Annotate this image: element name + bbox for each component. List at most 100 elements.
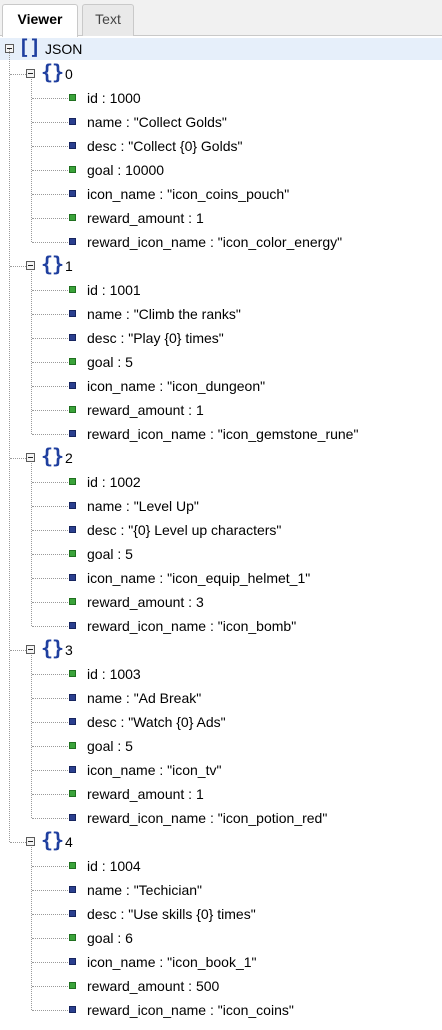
- tree-leaf-row[interactable]: reward_amount : 1: [0, 398, 442, 422]
- field-text: reward_amount : 1: [87, 210, 204, 226]
- tree-leaf-row[interactable]: name : "Techician": [0, 878, 442, 902]
- collapse-minus-icon[interactable]: [26, 453, 35, 462]
- object-index-label: 2: [65, 450, 73, 466]
- tree-leaf-row[interactable]: desc : "Play {0} times": [0, 326, 442, 350]
- tree-connector-line: [32, 122, 68, 123]
- number-leaf-icon: [69, 670, 76, 677]
- collapse-minus-icon[interactable]: [26, 837, 35, 846]
- field-text: id : 1004: [87, 858, 141, 874]
- tree-leaf-row[interactable]: icon_name : "icon_equip_helmet_1": [0, 566, 442, 590]
- string-leaf-icon: [69, 430, 76, 437]
- tree-leaf-row[interactable]: goal : 10000: [0, 158, 442, 182]
- string-leaf-icon: [69, 1006, 76, 1013]
- tree-leaf-row[interactable]: id : 1002: [0, 470, 442, 494]
- field-text: goal : 10000: [87, 162, 165, 178]
- tree-leaf-row[interactable]: desc : "Collect {0} Golds": [0, 134, 442, 158]
- tab-viewer[interactable]: Viewer: [2, 4, 78, 37]
- tree-connector-line: [10, 842, 26, 843]
- tree-leaf-row[interactable]: name : "Ad Break": [0, 686, 442, 710]
- collapse-minus-icon[interactable]: [26, 69, 35, 78]
- tree-leaf-row[interactable]: name : "Climb the ranks": [0, 302, 442, 326]
- string-leaf-icon: [69, 622, 76, 629]
- collapse-minus-icon[interactable]: [26, 261, 35, 270]
- tree-leaf-row[interactable]: id : 1000: [0, 86, 442, 110]
- field-text: goal : 5: [87, 546, 133, 562]
- tree-leaf-row[interactable]: desc : "Watch {0} Ads": [0, 710, 442, 734]
- tree-root-node[interactable]: [] JSON: [0, 35, 442, 61]
- tree-leaf-row[interactable]: goal : 5: [0, 350, 442, 374]
- tree-leaf-row[interactable]: name : "Collect Golds": [0, 110, 442, 134]
- object-brace-icon: {}: [41, 636, 64, 660]
- field-text: icon_name : "icon_tv": [87, 762, 222, 778]
- tree-leaf-row[interactable]: goal : 6: [0, 926, 442, 950]
- tree-leaf-row[interactable]: reward_icon_name : "icon_bomb": [0, 614, 442, 638]
- number-leaf-icon: [69, 286, 76, 293]
- string-leaf-icon: [69, 238, 76, 245]
- tree-leaf-row[interactable]: goal : 5: [0, 542, 442, 566]
- field-text: id : 1000: [87, 90, 141, 106]
- tree-leaf-row[interactable]: icon_name : "icon_dungeon": [0, 374, 442, 398]
- tree-connector-line: [10, 650, 26, 651]
- tree-connector-line: [32, 674, 68, 675]
- field-text: reward_icon_name : "icon_potion_red": [87, 810, 328, 826]
- number-leaf-icon: [69, 982, 76, 989]
- object-index-label: 1: [65, 258, 73, 274]
- object-index-label: 3: [65, 642, 73, 658]
- string-leaf-icon: [69, 694, 76, 701]
- tree-connector-line: [32, 962, 68, 963]
- tree-leaf-row[interactable]: id : 1003: [0, 662, 442, 686]
- number-leaf-icon: [69, 790, 76, 797]
- tree-connector-line: [10, 74, 26, 75]
- tree-leaf-row[interactable]: desc : "Use skills {0} times": [0, 902, 442, 926]
- string-leaf-icon: [69, 526, 76, 533]
- tree-connector-line: [32, 194, 68, 195]
- object-brace-icon: {}: [41, 828, 64, 852]
- field-text: reward_amount : 3: [87, 594, 204, 610]
- tree-leaf-row[interactable]: goal : 5: [0, 734, 442, 758]
- tree-object-node[interactable]: {}1: [0, 252, 442, 278]
- string-leaf-icon: [69, 814, 76, 821]
- tree-leaf-row[interactable]: icon_name : "icon_book_1": [0, 950, 442, 974]
- tree-connector-line: [32, 602, 68, 603]
- tree-leaf-row[interactable]: id : 1004: [0, 854, 442, 878]
- string-leaf-icon: [69, 910, 76, 917]
- tree-leaf-row[interactable]: icon_name : "icon_tv": [0, 758, 442, 782]
- tree-connector-line: [32, 746, 68, 747]
- collapse-minus-icon[interactable]: [26, 645, 35, 654]
- tree-connector-line: [32, 626, 68, 627]
- tree-object-node[interactable]: {}4: [0, 828, 442, 854]
- tree-leaf-row[interactable]: reward_icon_name : "icon_coins": [0, 998, 442, 1022]
- tree-leaf-row[interactable]: reward_amount : 500: [0, 974, 442, 998]
- tree-leaf-row[interactable]: reward_icon_name : "icon_potion_red": [0, 806, 442, 830]
- tree-leaf-row[interactable]: reward_icon_name : "icon_gemstone_rune": [0, 422, 442, 446]
- tree-leaf-row[interactable]: name : "Level Up": [0, 494, 442, 518]
- string-leaf-icon: [69, 886, 76, 893]
- field-text: name : "Climb the ranks": [87, 306, 241, 322]
- tree-leaf-row[interactable]: reward_amount : 1: [0, 782, 442, 806]
- tree-leaf-row[interactable]: reward_icon_name : "icon_color_energy": [0, 230, 442, 254]
- number-leaf-icon: [69, 934, 76, 941]
- string-leaf-icon: [69, 574, 76, 581]
- string-leaf-icon: [69, 142, 76, 149]
- field-text: id : 1001: [87, 282, 141, 298]
- tree-object-node[interactable]: {}2: [0, 444, 442, 470]
- tab-text[interactable]: Text: [82, 4, 134, 36]
- tree-object-node[interactable]: {}3: [0, 636, 442, 662]
- tree-connector-line: [31, 79, 32, 242]
- tree-connector-line: [32, 698, 68, 699]
- tree-leaf-row[interactable]: desc : "{0} Level up characters": [0, 518, 442, 542]
- tree-leaf-row[interactable]: reward_amount : 1: [0, 206, 442, 230]
- tree-leaf-row[interactable]: reward_amount : 3: [0, 590, 442, 614]
- tree-leaf-row[interactable]: id : 1001: [0, 278, 442, 302]
- number-leaf-icon: [69, 166, 76, 173]
- string-leaf-icon: [69, 718, 76, 725]
- tree-object-node[interactable]: {}0: [0, 60, 442, 86]
- tree-connector-line: [32, 1010, 68, 1011]
- tree-connector-line: [32, 410, 68, 411]
- tree-leaf-row[interactable]: icon_name : "icon_coins_pouch": [0, 182, 442, 206]
- field-text: icon_name : "icon_coins_pouch": [87, 186, 290, 202]
- tree-connector-line: [32, 338, 68, 339]
- json-tree-view: [] JSON {}0 id : 1000 name : "Collect Gold…: [0, 35, 442, 1030]
- field-text: desc : "Watch {0} Ads": [87, 714, 226, 730]
- tree-connector-line: [32, 506, 68, 507]
